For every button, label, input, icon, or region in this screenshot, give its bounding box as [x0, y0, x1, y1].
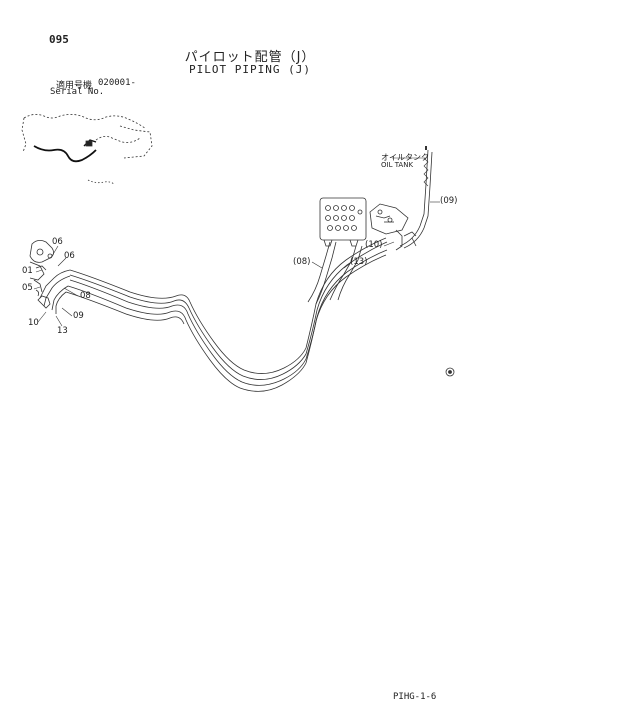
serial-number-value: 020001- — [98, 78, 136, 88]
right-pilot-valve — [319, 197, 367, 247]
part-label-10: 10 — [28, 318, 39, 328]
serial-label-english: Serial No. — [50, 87, 105, 97]
title-english: PILOT PIPING (J) — [189, 63, 311, 76]
leader-lines — [33, 157, 440, 327]
reference-circle-mark — [445, 367, 455, 377]
part-label-06b: 06 — [64, 251, 75, 261]
part-label-09: 09 — [73, 311, 84, 321]
left-pilot-valve — [29, 240, 54, 309]
oil-tank-label-japanese: オイルタンク — [381, 153, 429, 162]
part-ref-08: (08) — [293, 257, 311, 267]
part-ref-13: (13) — [350, 257, 368, 267]
part-label-01: 01 — [22, 266, 33, 276]
part-ref-09: (09) — [440, 196, 458, 206]
control-valve — [369, 203, 417, 251]
title-japanese: パイロット配管（J） — [184, 50, 316, 65]
pilot-hose-bundle — [39, 146, 433, 392]
part-label-05: 05 — [22, 283, 33, 293]
footer-drawing-code: PIHG-1-6 — [393, 692, 437, 702]
page-number: 095 — [49, 33, 69, 46]
part-ref-10: (10) — [365, 240, 383, 250]
part-label-08: 08 — [80, 291, 91, 301]
serial-label-japanese: 適用号機 — [56, 81, 93, 91]
oil-tank-label-english: OIL TANK — [381, 161, 414, 169]
part-label-06a: 06 — [52, 237, 63, 247]
machine-overview-thumbnail — [21, 114, 153, 185]
part-label-13: 13 — [57, 326, 68, 336]
